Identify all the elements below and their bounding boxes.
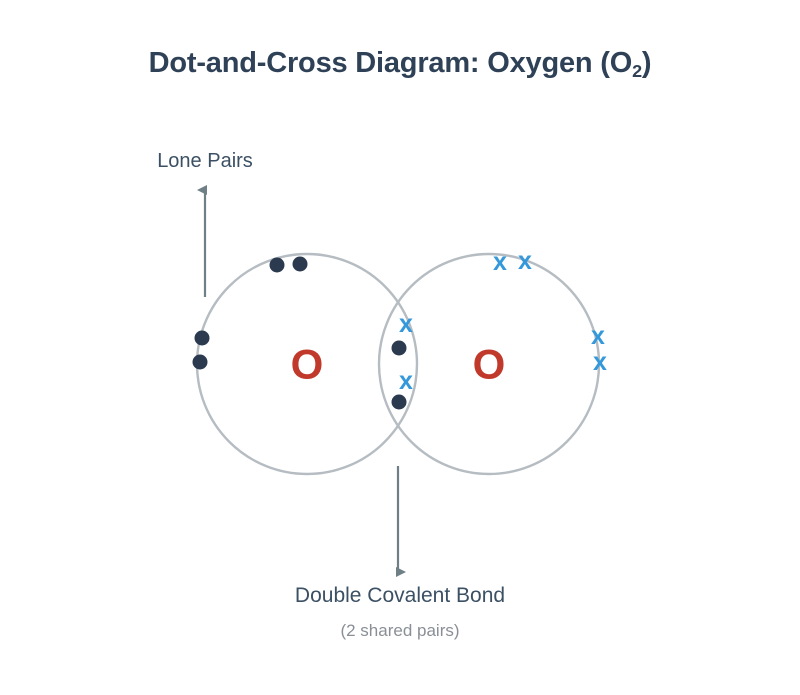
atom-circles [195,252,601,476]
right-oxygen-symbol: O [473,341,506,388]
shared-dot-electron-2 [391,394,407,410]
shared-cross-electron-1: x [399,310,413,338]
lone-pairs-label: Lone Pairs [157,150,253,172]
dot-electron-4 [192,354,208,370]
shared-cross-electron-2: x [399,367,413,395]
right-oxygen-shell [377,252,601,476]
left-oxygen-symbol: O [291,341,324,388]
page-title-close: ) [641,47,652,79]
cross-electron-1: x [493,248,507,276]
left-lone-pair-electrons [192,256,308,370]
bond-label: Double Covalent Bond [294,584,506,607]
cross-electron-4: x [593,348,607,376]
shared-pair-dots [391,340,407,410]
cross-electron-3: x [591,322,605,350]
dot-electron-3 [194,330,210,346]
page-title: Dot-and-Cross Diagram: Oxygen (O2) [0,47,800,82]
dot-electron-2 [292,256,308,272]
annotation-arrows [197,185,406,577]
bond-sublabel: (2 shared pairs) [340,621,460,640]
page-title-subscript: 2 [632,61,642,82]
dot-electron-1 [269,257,285,273]
atom-symbols: O O [291,341,506,388]
shared-pair-crosses: xx [399,310,413,395]
shared-dot-electron-1 [391,340,407,356]
cross-electron-2: x [518,247,532,275]
page-title-main: Dot-and-Cross Diagram: Oxygen (O [148,47,633,79]
